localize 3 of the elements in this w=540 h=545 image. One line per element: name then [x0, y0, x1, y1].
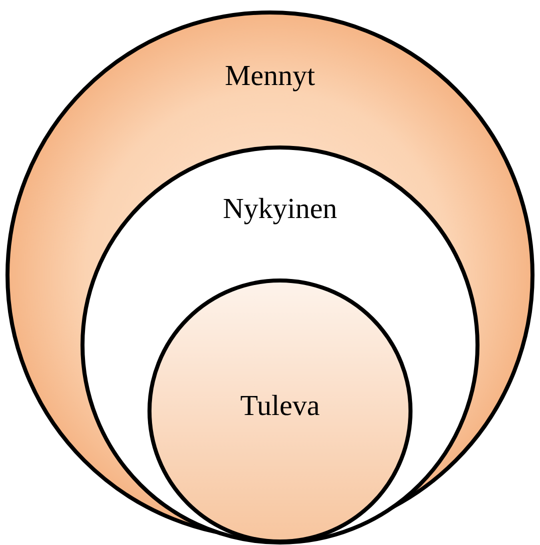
circle-label: Mennyt [224, 60, 316, 93]
circle-label: Tuleva [240, 390, 320, 423]
circle-label: Nykyinen [222, 193, 338, 226]
